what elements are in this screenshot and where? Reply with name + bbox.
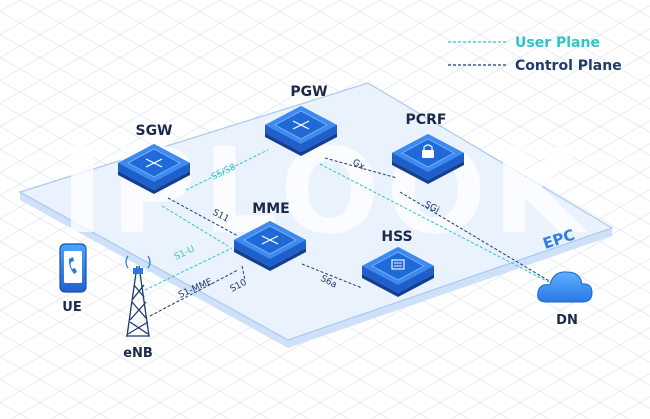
link-s11 [167,197,239,237]
router-icon [145,158,163,168]
router-icon [261,235,279,245]
link-s1u-a [161,205,229,247]
link-s6a [301,263,363,289]
antenna-panel [133,268,143,274]
legend-control-plane: Control Plane [515,58,622,74]
epc-plane [18,82,614,341]
signal-icon [125,255,129,269]
dn-label: DN [556,313,578,328]
control-plane-links [149,157,557,317]
link-gx [324,157,398,179]
link-s1mme [149,269,239,317]
database-icon [391,259,405,270]
user-plane-links [144,149,561,291]
link-sgi-user [319,163,561,289]
mme-label: MME [252,201,289,217]
hss-node[interactable]: HSS [362,229,434,297]
enb-label: eNB [123,346,153,361]
enb-tower[interactable]: eNB [123,255,153,361]
pcrf-label: PCRF [406,112,447,128]
link-s1u [144,247,233,291]
dn-cloud[interactable]: DN [537,271,593,328]
hss-label: HSS [381,229,412,245]
pgw-node[interactable]: PGW [265,84,337,156]
legend-user-plane: User Plane [515,35,600,51]
link-sgi-ctrl [399,191,557,286]
cloud-icon [537,271,593,303]
mme-node[interactable]: MME [234,201,306,271]
ue-device[interactable]: UE [59,243,87,315]
link-s10 [241,265,246,281]
legend: User Plane Control Plane [448,35,622,74]
pgw-label: PGW [290,84,327,100]
ue-label: UE [62,300,81,315]
pcrf-node[interactable]: PCRF [392,112,464,184]
router-icon [292,120,310,130]
sgw-label: SGW [135,123,172,139]
link-s5s8 [185,149,269,191]
antenna-tower-icon [126,265,150,337]
sgw-node[interactable]: SGW [118,123,190,194]
lock-icon [422,144,434,158]
watermark: IPLOOK [60,122,589,260]
call-icon [68,257,77,274]
